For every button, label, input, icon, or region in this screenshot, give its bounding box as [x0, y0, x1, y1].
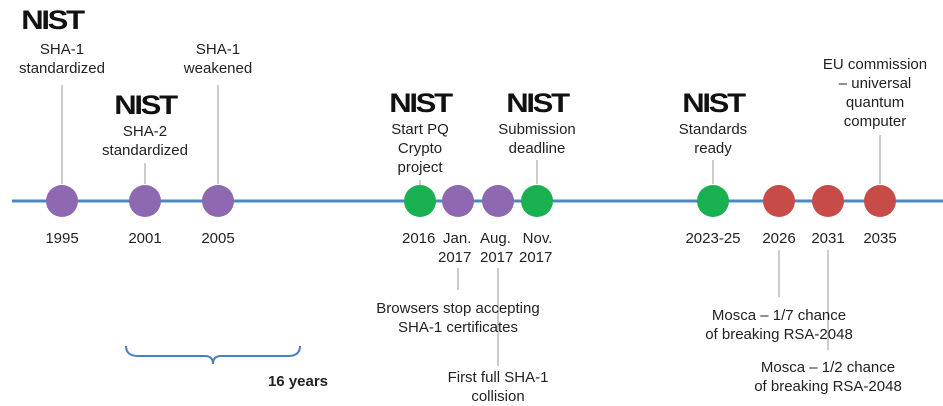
dot-2023-25 [697, 185, 729, 217]
label-sha2-standardized: SHA-2 standardized [102, 123, 188, 159]
label-sha1-standardized: SHA-1 standardized [19, 41, 105, 77]
nist-logo: NIST [682, 88, 746, 118]
year-2035: 2035 [863, 230, 897, 247]
dot-2016 [404, 185, 436, 217]
label-standards-ready: Standards ready [678, 121, 748, 157]
brace-label: 16 years [267, 373, 329, 390]
dot-nov-2017 [521, 185, 553, 217]
label-mosca-1-7: Mosca – 1/7 chance of breaking RSA-2048 [705, 307, 853, 343]
label-first-collision: First full SHA-1 collision [447, 369, 549, 405]
nist-logo: NIST [389, 88, 453, 118]
year-2026: 2026 [762, 230, 796, 247]
label-eu-commission: EU commission – universal quantum comput… [822, 56, 928, 130]
dot-2005 [202, 185, 234, 217]
year-1995: 1995 [45, 230, 79, 247]
dot-2035 [864, 185, 896, 217]
year-2031: 2031 [811, 230, 845, 247]
dot-2026 [763, 185, 795, 217]
dot-2031 [812, 185, 844, 217]
year-nov-2017: Nov. 2017 [519, 230, 553, 266]
year-2016: 2016 [402, 230, 436, 247]
dot-aug-2017 [482, 185, 514, 217]
nist-logo: NIST [114, 90, 178, 120]
label-submission-deadline: Submission deadline [498, 121, 576, 157]
year-2005: 2005 [201, 230, 235, 247]
year-2001: 2001 [128, 230, 162, 247]
year-2023-25: 2023-25 [685, 230, 741, 247]
dot-1995 [46, 185, 78, 217]
dot-jan-2017 [442, 185, 474, 217]
year-jan-2017: Jan. 2017 [438, 230, 472, 266]
label-start-pq: Start PQ Crypto project [391, 121, 449, 176]
year-aug-2017: Aug. 2017 [480, 230, 514, 266]
nist-logo: NIST [21, 5, 85, 35]
label-sha1-weakened: SHA-1 weakened [183, 41, 253, 77]
label-mosca-1-2: Mosca – 1/2 chance of breaking RSA-2048 [754, 359, 902, 395]
nist-logo: NIST [506, 88, 570, 118]
dot-2001 [129, 185, 161, 217]
label-browsers-stop: Browsers stop accepting SHA-1 certificat… [376, 300, 540, 336]
brace-16-years [125, 345, 301, 365]
